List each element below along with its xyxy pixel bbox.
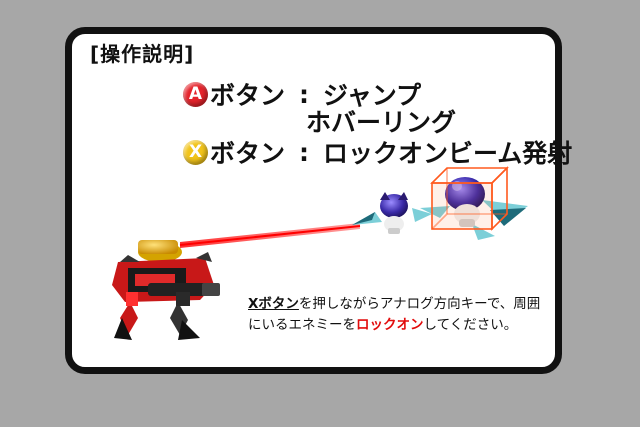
control-row-hover: ホバーリング: [306, 103, 456, 139]
x-button-icon: X: [183, 139, 208, 165]
description-text: を押しながらアナログ方向キーで、周囲にいるエネミーを: [248, 296, 541, 333]
action-hover: ホバーリング: [306, 108, 457, 137]
control-row-jump: A ボタン : ジャンプ: [183, 76, 421, 112]
lockon-highlight: ロックオン: [356, 317, 424, 333]
action-lockon-beam: ロックオンビーム発射: [323, 139, 573, 168]
description-text-end: してください。: [423, 317, 518, 333]
enemy-flying: [352, 192, 432, 234]
a-button-icon: A: [183, 81, 208, 107]
enemy-locked: [420, 166, 528, 240]
button-label: ボタン: [210, 81, 286, 110]
instruction-description: Xボタンを押しながらアナログ方向キーで、周囲にいるエネミーをロックオンしてくださ…: [248, 294, 548, 336]
x-button-text: Xボタン: [248, 296, 299, 312]
lockon-beam: [179, 223, 361, 248]
action-jump: ジャンプ: [323, 81, 422, 110]
player-robot: [112, 240, 220, 340]
lockon-target-box: [430, 166, 509, 231]
control-row-lockon: X ボタン : ロックオンビーム発射: [183, 134, 572, 170]
button-label: ボタン: [210, 139, 286, 168]
panel-title: [操作説明]: [90, 42, 195, 66]
separator: :: [299, 79, 310, 109]
separator: :: [299, 137, 310, 167]
